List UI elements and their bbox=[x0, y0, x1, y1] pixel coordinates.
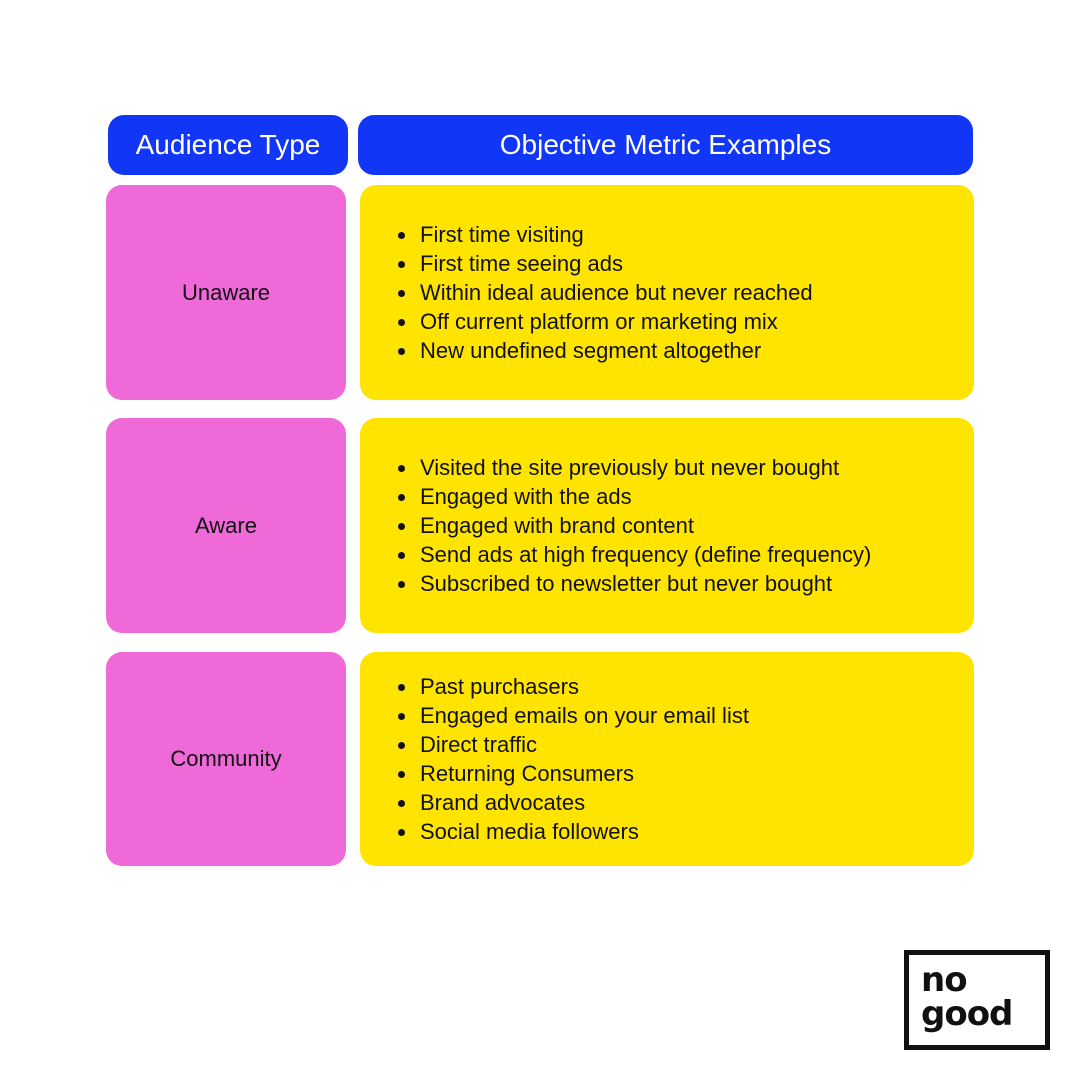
metric-item: Off current platform or marketing mix bbox=[396, 307, 813, 336]
metric-examples-cell: Past purchasers Engaged emails on your e… bbox=[360, 652, 974, 866]
audience-type-cell: Unaware bbox=[106, 185, 346, 400]
logo-line-no: no bbox=[921, 960, 968, 1000]
metric-item: Subscribed to newsletter but never bough… bbox=[396, 569, 871, 598]
nogood-logo: no good bbox=[904, 950, 1050, 1050]
metric-item: Returning Consumers bbox=[396, 759, 749, 788]
metric-list: Visited the site previously but never bo… bbox=[396, 453, 871, 598]
metric-list: Past purchasers Engaged emails on your e… bbox=[396, 672, 749, 846]
audience-type-label: Community bbox=[170, 746, 282, 771]
metric-item: Brand advocates bbox=[396, 788, 749, 817]
metric-item: Within ideal audience but never reached bbox=[396, 278, 813, 307]
metric-item: Engaged with brand content bbox=[396, 511, 871, 540]
header-objective-metric-examples: Objective Metric Examples bbox=[358, 115, 973, 175]
audience-type-cell: Aware bbox=[106, 418, 346, 633]
metric-examples-cell: Visited the site previously but never bo… bbox=[360, 418, 974, 633]
header-audience-type: Audience Type bbox=[108, 115, 348, 175]
metric-item: New undefined segment altogether bbox=[396, 336, 813, 365]
metric-item: Past purchasers bbox=[396, 672, 749, 701]
logo-line-good: good bbox=[921, 994, 1013, 1034]
metric-item: Send ads at high frequency (define frequ… bbox=[396, 540, 871, 569]
metric-examples-cell: First time visiting First time seeing ad… bbox=[360, 185, 974, 400]
metric-item: Visited the site previously but never bo… bbox=[396, 453, 871, 482]
metric-item: First time visiting bbox=[396, 220, 813, 249]
metric-item: Social media followers bbox=[396, 817, 749, 846]
metric-item: Engaged with the ads bbox=[396, 482, 871, 511]
metric-item: Direct traffic bbox=[396, 730, 749, 759]
metric-item: Engaged emails on your email list bbox=[396, 701, 749, 730]
metric-list: First time visiting First time seeing ad… bbox=[396, 220, 813, 365]
audience-type-cell: Community bbox=[106, 652, 346, 866]
metric-item: First time seeing ads bbox=[396, 249, 813, 278]
audience-type-label: Unaware bbox=[181, 279, 271, 305]
audience-type-label: Aware bbox=[195, 512, 257, 538]
